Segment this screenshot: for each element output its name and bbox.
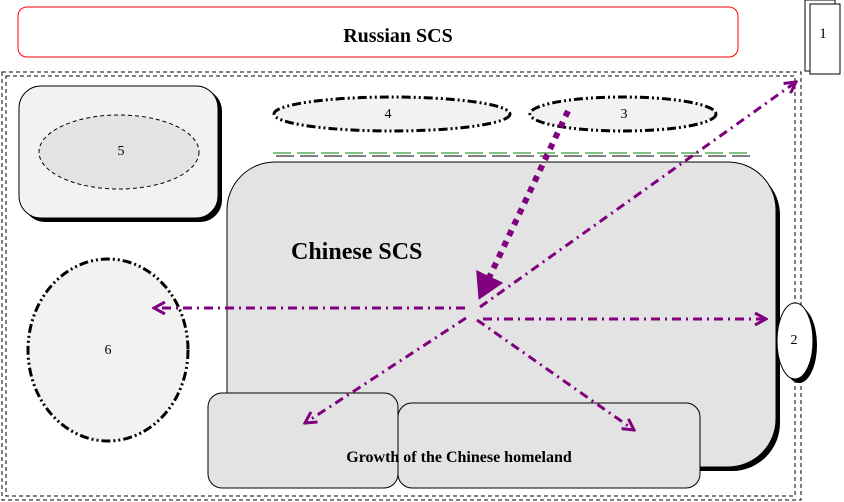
ellipse-6-label: 6 [105, 343, 112, 358]
ellipse-4: 4 [272, 95, 512, 133]
ellipse-3: 3 [528, 95, 718, 133]
divider-lines [273, 152, 752, 157]
box-5: 5 [18, 85, 222, 222]
homeland-group: Growth of the Chinese homeland [207, 392, 701, 489]
homeland-label: Growth of the Chinese homeland [346, 449, 572, 466]
marker-1-label: 1 [819, 26, 827, 42]
ellipse-4-label: 4 [385, 107, 392, 122]
marker-2-label: 2 [791, 333, 798, 348]
russian-scs-header: Russian SCS [17, 6, 739, 58]
outer-dashed-container [1, 71, 802, 501]
marker-2: 2 [776, 302, 817, 383]
arrow-center-to-1 [479, 82, 796, 309]
homeland-right-box [397, 402, 701, 489]
marker-1: 1 [804, 0, 841, 75]
ellipse-6: 6 [26, 257, 190, 443]
chinese-scs-label: Chinese SCS [291, 239, 422, 265]
russian-scs-label: Russian SCS [343, 25, 453, 47]
ellipse-3-label: 3 [621, 107, 628, 122]
homeland-left-box [207, 392, 399, 489]
ellipse-5-label: 5 [118, 144, 125, 159]
arrows [154, 82, 796, 430]
